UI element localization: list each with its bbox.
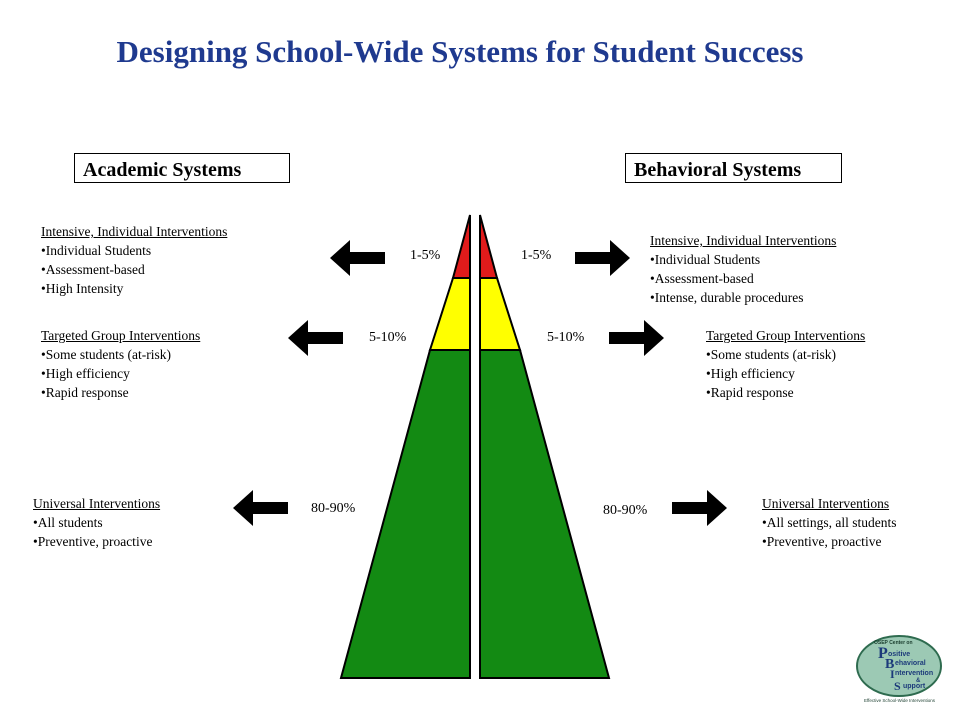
behavioral-percent-universal: 80-90% — [603, 503, 648, 518]
arrow-right-icon — [672, 490, 727, 526]
bullet-item: •Rapid response — [41, 385, 129, 400]
bullet-item: •High efficiency — [41, 366, 130, 381]
arrow-left-icon — [233, 490, 288, 526]
bullet-item: •All students — [33, 515, 103, 530]
bullet-item: •High Intensity — [41, 281, 124, 296]
svg-text:S: S — [894, 679, 901, 693]
bullet-item: •All settings, all students — [762, 515, 897, 530]
arrow-right-icon — [575, 240, 630, 276]
svg-text:upport: upport — [903, 683, 926, 690]
svg-text:&: & — [916, 678, 921, 684]
bullet-item: •Rapid response — [706, 385, 794, 400]
svg-text:P: P — [878, 645, 888, 662]
academic-tier-intensive — [451, 214, 471, 279]
behavioral-pyramid-half — [479, 214, 611, 679]
svg-text:I: I — [890, 667, 895, 681]
bullet-item: •Preventive, proactive — [33, 534, 153, 549]
academic-percent-intensive: 1-5% — [410, 248, 441, 263]
arrow-right-icon — [609, 320, 664, 356]
bullet-item: •Assessment-based — [650, 271, 754, 286]
bullet-item: •Assessment-based — [41, 262, 145, 277]
behavioral-percent-targeted: 5-10% — [547, 330, 585, 345]
tier-header: Targeted Group Interventions — [706, 328, 866, 343]
behavioral-universal-block: Universal Interventions •All settings, a… — [762, 494, 896, 551]
behavioral-tier-universal — [479, 349, 611, 679]
academic-intensive-block: Intensive, Individual Interventions •Ind… — [41, 222, 227, 298]
academic-tier-universal — [339, 349, 471, 679]
tier-header: Intensive, Individual Interventions — [650, 233, 837, 248]
svg-text:OSEP Center on: OSEP Center on — [874, 640, 913, 646]
arrow-left-icon — [330, 240, 385, 276]
svg-text:ehavioral: ehavioral — [895, 660, 926, 667]
bullet-item: •High efficiency — [706, 366, 795, 381]
tier-header: Targeted Group Interventions — [41, 328, 201, 343]
academic-systems-heading: Academic Systems — [74, 153, 290, 183]
tier-header: Universal Interventions — [33, 496, 161, 511]
behavioral-intensive-block: Intensive, Individual Interventions •Ind… — [650, 231, 836, 307]
pbis-logo: OSEP Center on P ositive B ehavioral I n… — [856, 635, 942, 703]
svg-text:ntervention: ntervention — [895, 670, 933, 677]
behavioral-systems-heading: Behavioral Systems — [625, 153, 842, 183]
bullet-item: •Some students (at-risk) — [41, 347, 171, 362]
arrow-left-icon — [288, 320, 343, 356]
svg-text:Effective School-Wide Interven: Effective School-Wide Interventions — [864, 698, 936, 703]
academic-pyramid-half — [339, 214, 471, 679]
behavioral-tier-targeted — [479, 277, 522, 351]
page-title: Designing School-Wide Systems for Studen… — [116, 34, 804, 69]
academic-percent-universal: 80-90% — [311, 501, 356, 516]
behavioral-percent-intensive: 1-5% — [521, 248, 552, 263]
bullet-item: •Individual Students — [41, 243, 152, 258]
tier-header: Intensive, Individual Interventions — [41, 224, 228, 239]
academic-percent-targeted: 5-10% — [369, 330, 407, 345]
tier-header: Universal Interventions — [762, 496, 890, 511]
academic-universal-block: Universal Interventions •All students •P… — [33, 494, 160, 551]
academic-tier-targeted — [428, 277, 471, 351]
bullet-item: •Preventive, proactive — [762, 534, 882, 549]
svg-text:B: B — [885, 657, 894, 672]
bullet-item: •Some students (at-risk) — [706, 347, 836, 362]
behavioral-tier-intensive — [479, 214, 499, 279]
behavioral-targeted-block: Targeted Group Interventions •Some stude… — [706, 326, 865, 402]
bullet-item: •Intense, durable procedures — [650, 290, 804, 305]
academic-targeted-block: Targeted Group Interventions •Some stude… — [41, 326, 200, 402]
svg-text:ositive: ositive — [888, 651, 910, 658]
bullet-item: •Individual Students — [650, 252, 761, 267]
